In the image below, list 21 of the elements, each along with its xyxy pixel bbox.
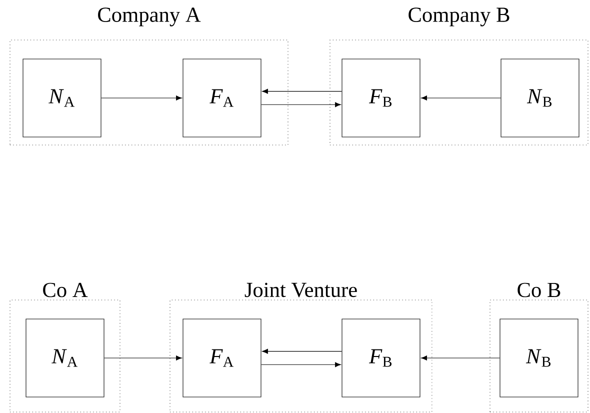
arrow <box>421 96 501 100</box>
node-label: Company B <box>408 8 510 26</box>
node-label: Co B <box>518 282 560 298</box>
arrow <box>261 362 341 368</box>
process-box: F$_{A}$ <box>182 318 262 398</box>
process-box: N$_{A}$ <box>22 58 102 138</box>
arrow <box>101 96 182 100</box>
process-box: N$_{B}$ <box>500 318 578 398</box>
process-box: F$_{A}$ <box>182 58 262 138</box>
arrow <box>261 102 341 108</box>
node-label: Co A <box>43 282 88 298</box>
node-label: Company A <box>98 8 201 26</box>
process-box: N$_{B}$ <box>500 58 580 138</box>
arrow <box>421 356 500 360</box>
arrow <box>262 348 342 354</box>
arrow <box>104 356 182 360</box>
arrow <box>262 88 342 94</box>
process-box: F$_{B}$ <box>342 318 420 398</box>
node-label: Joint Venture <box>244 282 357 298</box>
process-box: N$_{A}$ <box>26 318 104 398</box>
process-box: F$_{B}$ <box>342 58 420 138</box>
